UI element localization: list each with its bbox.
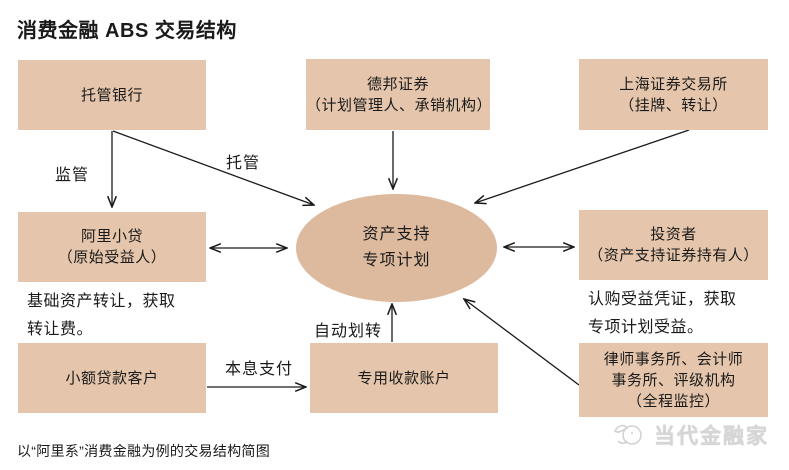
node-debang-securities: 德邦证券 （计划管理人、承销机构） xyxy=(306,59,492,130)
arrow-custody xyxy=(112,130,314,205)
node-collection-account: 专用收款账户 xyxy=(310,343,498,413)
annotation-investor-note: 认购受益凭证，获取 专项计划受益。 xyxy=(588,291,737,336)
node-loan-customers: 小额贷款客户 xyxy=(18,343,206,413)
edge-label-principal-interest: 本息支付 xyxy=(224,361,293,378)
annotation-ali-note: 基础资产转让，获取 转让费。 xyxy=(27,293,176,338)
modern-bankers-logo-icon xyxy=(614,424,642,445)
caption: 以“阿里系”消费金融为例的交易结构简图 xyxy=(17,443,271,459)
node-shanghai-exchange: 上海证券交易所 （挂牌、转让） xyxy=(579,59,768,130)
edge-label-supervision: 监管 xyxy=(55,167,90,184)
arrow-exchange-to-spv xyxy=(475,129,690,203)
node-spv-plan: 资产支持 专项计划 xyxy=(296,194,497,302)
edge-label-auto-transfer: 自动划转 xyxy=(314,323,383,340)
node-custodian-bank: 托管银行 xyxy=(18,60,206,130)
edge-label-custody: 托管 xyxy=(226,155,261,172)
node-intermediaries: 律师事务所、会计师 事务所、评级机构 （全程监控） xyxy=(579,343,768,417)
node-investors: 投资者 （资产支持证券持有人） xyxy=(579,210,768,280)
node-ali-microloan: 阿里小贷 （原始受益人） xyxy=(18,212,206,282)
page-title: 消费金融 ABS 交易结构 xyxy=(17,20,237,42)
watermark: 当代金融家 xyxy=(612,420,769,450)
watermark-text: 当代金融家 xyxy=(654,425,769,448)
